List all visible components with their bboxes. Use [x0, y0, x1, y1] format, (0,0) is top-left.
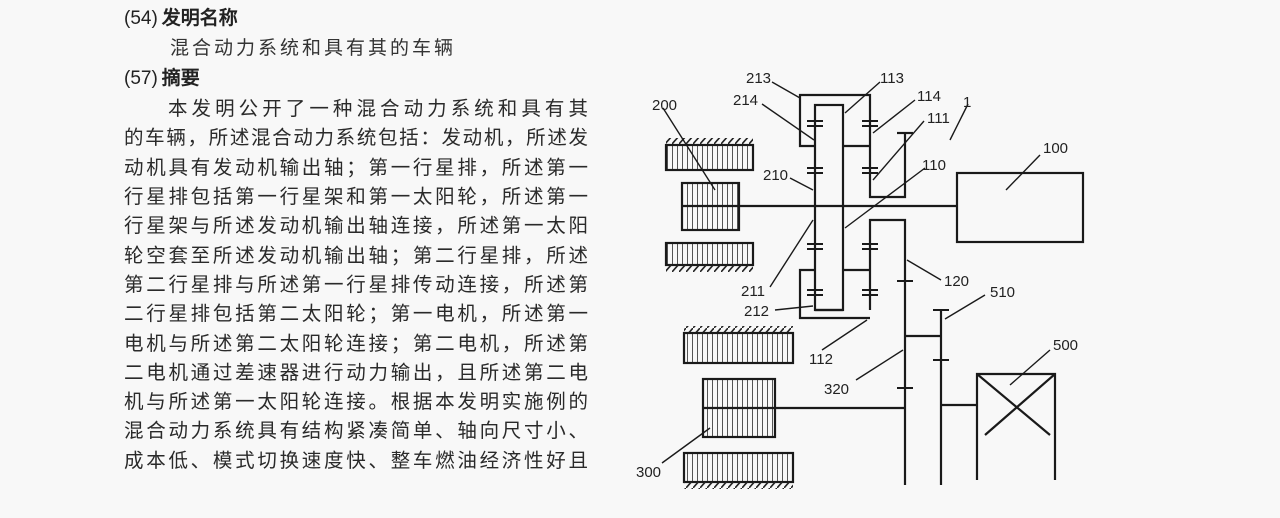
ref-label: 111	[927, 110, 950, 127]
abstract-line: 二行星排包括第二太阳轮；第一电机，所述第一	[124, 302, 588, 325]
ref-label: 200	[652, 97, 677, 114]
figure-reference-labels: 213 113 214 114 111 1 200 100 210 110 21…	[636, 70, 1078, 481]
abstract-line: 动机具有发动机输出轴；第一行星排，所述第一	[124, 156, 588, 179]
section-label: 发明名称	[161, 7, 238, 29]
ref-label: 112	[809, 351, 833, 368]
ref-label: 210	[763, 167, 788, 184]
abstract-line: 本发明公开了一种混合动力系统和具有其	[168, 97, 588, 120]
abstract-line: 行星排包括第一行星架和第一太阳轮，所述第一	[124, 185, 588, 208]
ref-label: 110	[922, 157, 946, 174]
differential-500	[975, 372, 1057, 480]
planetary-ring	[813, 103, 845, 312]
ref-label: 113	[880, 70, 904, 87]
abstract-line: 二电机通过差速器进行动力输出，且所述第二电	[124, 361, 588, 384]
ref-label: 100	[1043, 140, 1068, 157]
invention-title: 混合动力系统和具有其的车辆	[170, 37, 457, 59]
ref-label: 214	[733, 92, 758, 109]
abstract-line: 混合动力系统具有结构紧凑简单、轴向尺寸小、	[124, 419, 588, 442]
ref-label: 300	[636, 464, 661, 481]
ref-label: 320	[824, 381, 849, 398]
engine-100-box	[955, 171, 1085, 244]
ref-label: 120	[944, 273, 969, 290]
ref-label: 1	[963, 94, 971, 111]
section-number: (57)	[124, 68, 158, 89]
ref-label: 211	[741, 283, 765, 300]
abstract-line: 行星架与所述发动机输出轴连接，所述第一太阳	[124, 214, 588, 237]
abstract-line: 电机与所述第二太阳轮连接；第二电机，所述第	[124, 332, 588, 355]
abstract-line: 第二行星排与所述第一行星排传动连接，所述第	[124, 273, 588, 296]
ref-label: 510	[990, 284, 1015, 301]
ref-label: 500	[1053, 337, 1078, 354]
section-number: (54)	[124, 8, 158, 29]
ref-label: 213	[746, 70, 771, 87]
abstract-line: 成本低、模式切换速度快、整车燃油经济性好且	[124, 449, 588, 472]
abstract-heading: (57)摘要	[124, 63, 200, 90]
abstract-line: 的车辆，所述混合动力系统包括：发动机，所述发	[124, 126, 588, 149]
ref-label: 212	[744, 303, 769, 320]
abstract-line: 轮空套至所述发动机输出轴；第二行星排，所述	[124, 244, 588, 267]
title-heading: (54)发明名称	[124, 3, 238, 30]
abstract-line: 机与所述第一太阳轮连接。根据本发明实施例的	[124, 390, 588, 413]
section-label: 摘要	[161, 67, 200, 89]
ref-label: 114	[917, 88, 941, 105]
